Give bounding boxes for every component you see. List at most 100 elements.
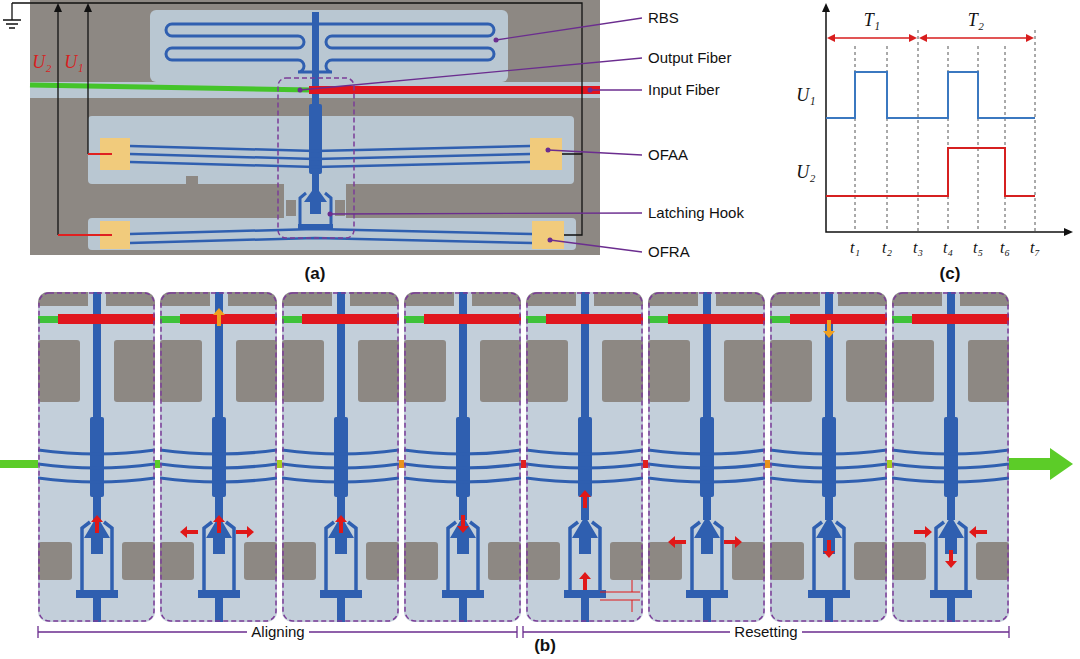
motion-arrow [914,526,932,538]
part-label: OFAA [648,146,688,163]
part-label: RBS [648,9,679,26]
latching-hook [286,200,296,216]
sequence-panel [526,292,643,622]
period-label: T₁ [864,10,880,31]
motion-arrow [91,515,103,533]
sequence-panel [892,292,1009,622]
progress-bar [643,460,648,468]
leader-dot [298,38,593,243]
leader-dot [298,88,303,93]
wiring [84,3,92,12]
leader-dot [548,238,553,243]
time-label: t₆ [1000,239,1010,257]
progress-bar [887,460,892,468]
shuttle-beam [309,12,322,192]
leader-line [300,58,642,90]
sequence-panel [770,292,887,622]
signal-u1 [826,72,1035,118]
period-arrow [1026,34,1034,42]
time-gridline [918,30,919,232]
motion-arrow [945,550,957,568]
timing-axes [822,3,830,12]
panel-label: (c) [940,264,961,284]
period-label: T₂ [968,10,984,31]
panel-label: (b) [534,636,556,656]
motion-arrow [91,308,987,612]
spring-rbs [166,24,494,72]
shuttle-beam [309,104,322,174]
time-gridline [1005,46,1006,232]
motion-arrow [600,580,640,612]
actuator-ofaa [530,138,562,170]
motion-arrow [668,536,686,548]
wiring [12,3,582,235]
wiring [88,153,112,155]
time-gridline [855,30,1035,232]
period-arrow [827,34,835,42]
device-layout [30,0,600,255]
leader-line [496,18,642,40]
progress-bar [399,460,404,468]
sequence-panel [648,292,765,622]
actuator-ofra [532,221,564,249]
panel-label: (a) [305,264,326,284]
time-label: t₁ [850,239,860,257]
sequence-panel [282,292,399,622]
signal-name: U₂ [796,162,815,183]
motion-arrow [823,320,835,338]
part-label: Latching Hook [648,204,744,221]
actuator-ofra [130,229,532,243]
fibers [30,85,312,90]
motion-arrow [457,515,469,533]
progress-bar [765,460,770,468]
period-arrow [909,34,917,42]
timing-axes [1064,228,1073,236]
part-label: Output Fiber [648,49,731,66]
time-gridline [1035,30,1036,232]
voltage-label: U₂ [32,52,51,73]
sequence-panel [160,292,277,622]
phase-label: Resetting [730,623,801,640]
sequence-panel [404,292,521,622]
leader-line [548,150,642,155]
part-label: OFRA [648,243,690,260]
timing-axes [826,8,1068,232]
leader-dot [328,212,333,217]
motion-arrow [335,515,347,533]
leader-line [330,213,642,214]
progress-bar [155,460,160,468]
leader-line [300,18,642,252]
wiring [57,10,58,235]
device-layout [284,182,346,222]
device-layout [30,0,600,255]
fibers [309,86,600,94]
signal-name: U₁ [796,85,815,106]
progress-bar [1009,448,1073,480]
phase-bracket [38,626,1009,638]
device-layout [88,116,574,184]
device-layout [186,176,198,186]
wiring [3,3,21,28]
time-label: t₄ [943,239,953,257]
wiring [54,3,62,12]
time-label: t₅ [973,239,983,257]
wiring [3,3,582,235]
period-arrow [827,34,1034,42]
latching-hook [300,193,331,226]
progress-bar [0,460,38,468]
latching-hook [304,186,327,214]
motion-arrow [213,515,225,533]
wiring [58,234,112,236]
timing-axes [822,3,1073,236]
wiring [87,10,88,154]
motion-arrow [724,536,742,548]
period-arrow [919,34,927,42]
time-label: t₇ [1030,239,1040,257]
leader-line [550,240,642,252]
leader-line [590,89,642,90]
voltage-label: U₁ [64,52,83,73]
sequence-panel [38,292,1009,622]
period-arrow [832,37,1029,39]
